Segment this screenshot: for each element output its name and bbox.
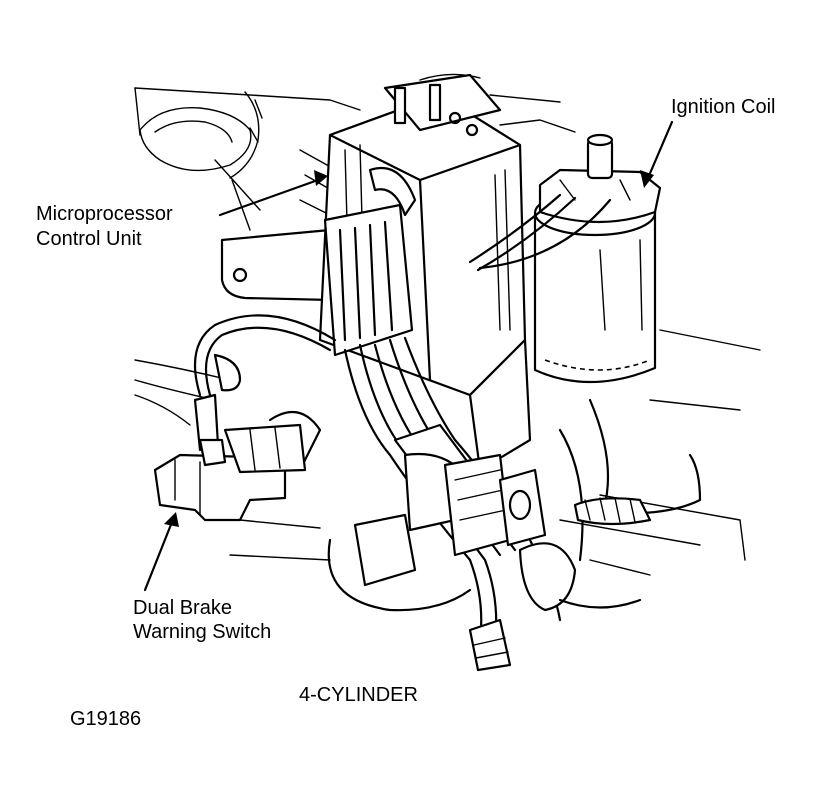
brake-switch-label-line2: Warning Switch: [133, 621, 272, 643]
variant-caption: 4-CYLINDER: [299, 684, 418, 706]
brake-switch-label-line1: Dual Brake: [133, 597, 232, 619]
leader-ignition-coil: [640, 120, 674, 188]
leader-control-unit: [218, 170, 328, 217]
body-panel: [134, 73, 761, 576]
microprocessor-label-line1: Microprocessor: [36, 203, 173, 225]
mounting-bracket: [220, 228, 334, 302]
figure-code: G19186: [70, 708, 142, 730]
ignition-coil-label: Ignition Coil: [671, 96, 776, 118]
wiring-harness: [327, 336, 702, 672]
microprocessor-label-line2: Control Unit: [36, 228, 142, 250]
wire-loop-left: [193, 314, 337, 472]
ignition-coil-body: [468, 133, 662, 384]
control-unit: [318, 73, 532, 472]
brake-switch-body: [153, 393, 307, 522]
leader-brake-switch: [143, 512, 179, 592]
